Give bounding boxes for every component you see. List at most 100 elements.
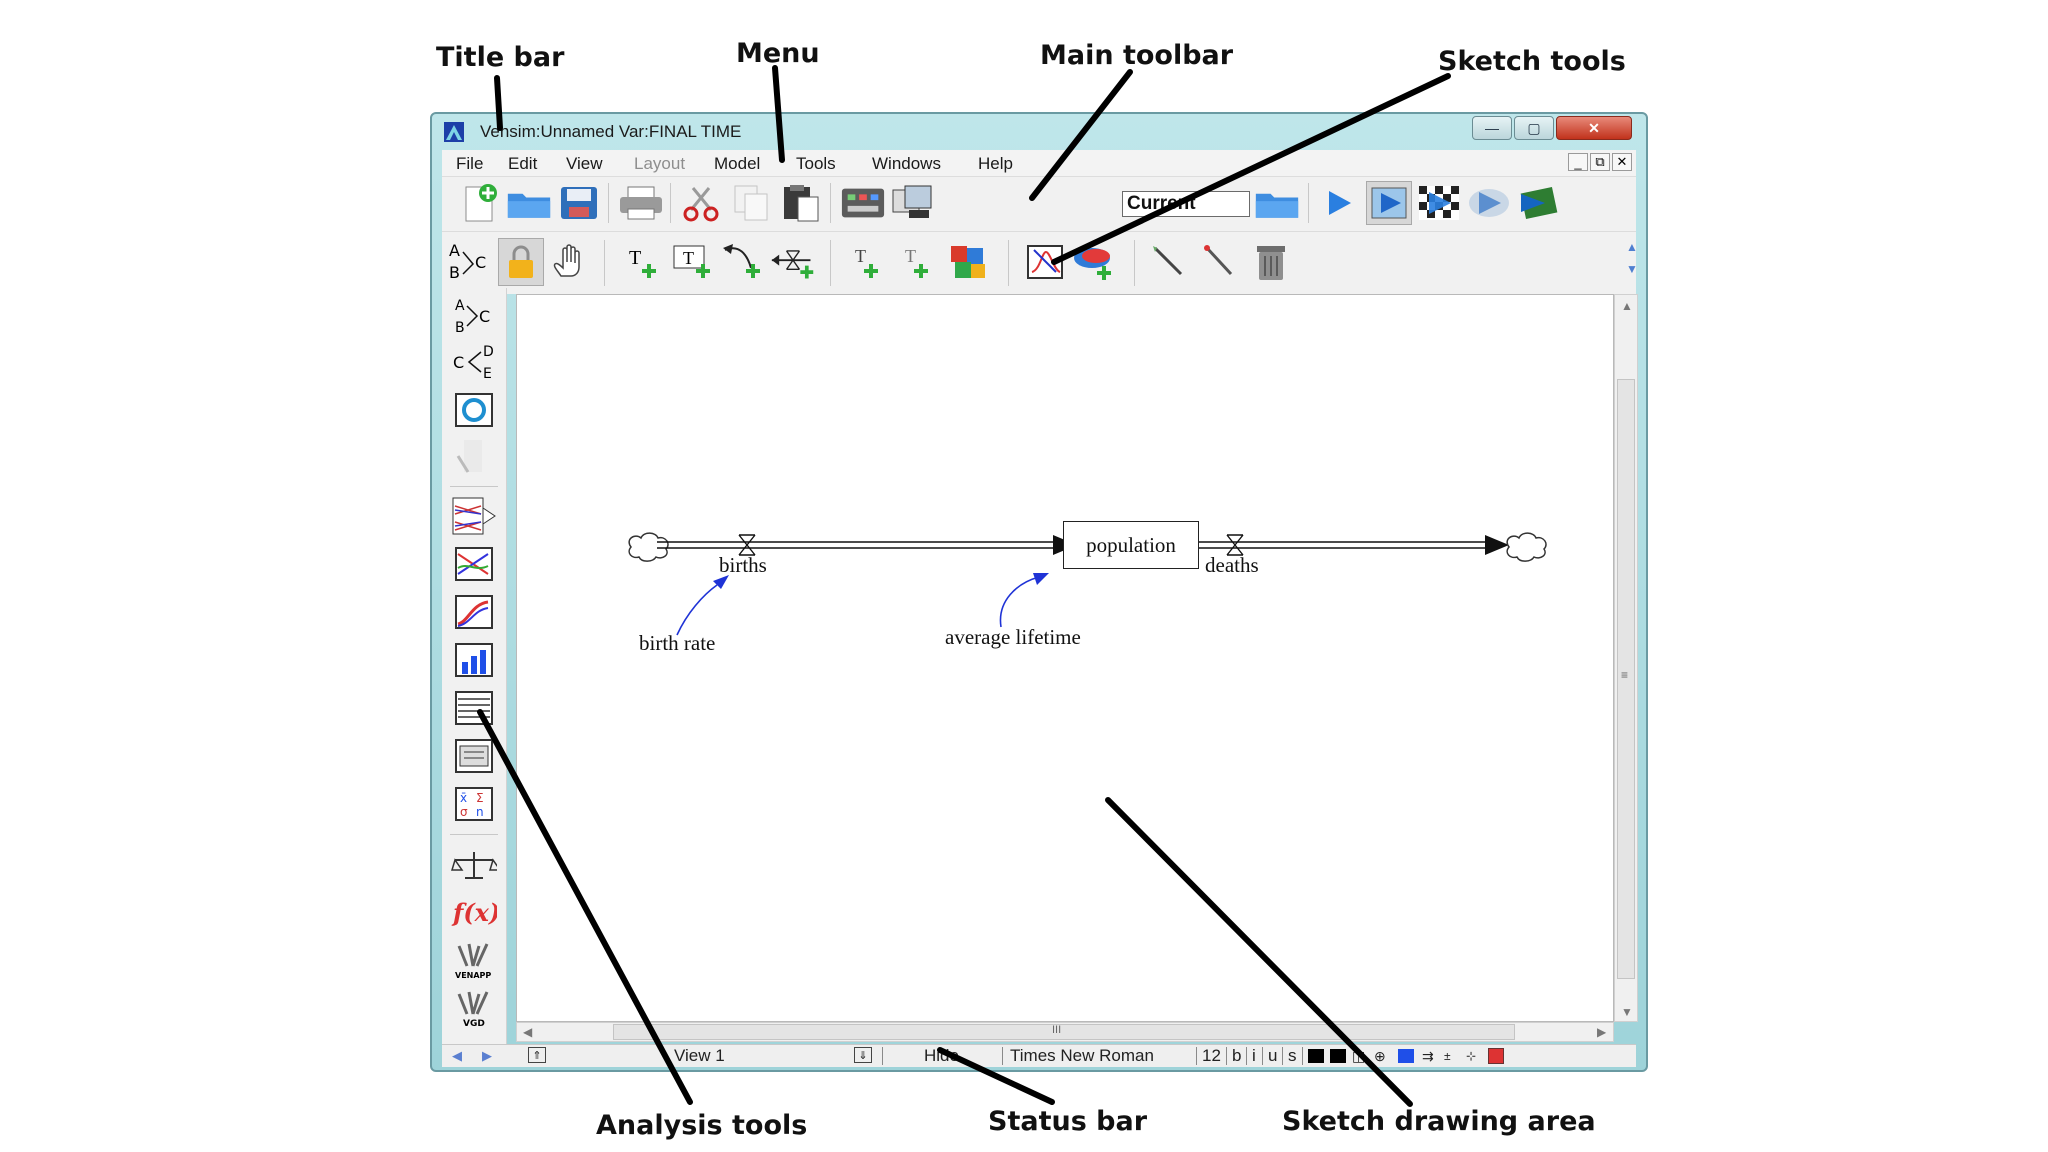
rate-tool-icon[interactable] — [770, 240, 816, 284]
births-flow-pipe[interactable] — [657, 534, 1077, 556]
box-variable-tool-icon[interactable]: T — [670, 240, 716, 284]
hand-move-icon[interactable] — [548, 240, 594, 284]
menu-windows[interactable]: Windows — [872, 154, 941, 173]
population-stock[interactable]: population — [1063, 521, 1199, 569]
horizontal-scrollbar[interactable]: ◀ III ▶ — [516, 1022, 1614, 1042]
position-toggle-icon[interactable]: ⊕ — [1374, 1047, 1386, 1064]
venapp-icon[interactable]: VENAPP — [451, 940, 497, 980]
loops-icon[interactable] — [451, 390, 497, 430]
shape-toggle-icon[interactable]: ◫ — [1352, 1047, 1366, 1064]
function-icon[interactable]: f(x) — [451, 892, 497, 932]
arrow-style-icon[interactable]: ⇉ — [1422, 1047, 1434, 1064]
vgd-icon[interactable]: VGD — [451, 988, 497, 1028]
view-selector[interactable]: View 1 — [674, 1046, 725, 1065]
horizontal-scroll-thumb[interactable]: III — [613, 1024, 1515, 1040]
unhide-wand-icon[interactable] — [1072, 240, 1118, 284]
input-output-tool-icon[interactable]: T — [896, 240, 942, 284]
average-lifetime-link-arrow[interactable] — [999, 573, 1049, 628]
view-next-icon[interactable]: ▶ — [482, 1048, 492, 1063]
sensitivity-icon[interactable] — [1516, 181, 1562, 225]
strikethrough-toggle[interactable]: s — [1288, 1046, 1297, 1065]
italic-toggle[interactable]: i — [1252, 1046, 1256, 1065]
view-options-icon[interactable]: ⇑ — [528, 1047, 546, 1063]
gaming-icon[interactable] — [1416, 181, 1462, 225]
balance-scale-icon[interactable] — [451, 844, 497, 884]
cut-icon[interactable] — [678, 181, 724, 225]
document-icon[interactable] — [451, 436, 497, 476]
vertical-scrollbar[interactable]: ▲ ≡ ▼ — [1614, 294, 1638, 1022]
underline-toggle[interactable]: u — [1268, 1046, 1278, 1065]
graph-icon[interactable] — [451, 544, 497, 584]
minimize-button[interactable]: — — [1472, 116, 1512, 140]
save-icon[interactable] — [556, 181, 602, 225]
menu-help[interactable]: Help — [978, 154, 1013, 173]
scroll-down-icon[interactable]: ▼ — [1621, 1005, 1633, 1019]
control-panel-icon[interactable] — [840, 181, 886, 225]
menu-view[interactable]: View — [566, 154, 603, 173]
runs-compare-icon[interactable] — [451, 592, 497, 632]
lock-icon[interactable] — [498, 238, 544, 286]
scroll-up-icon[interactable]: ▲ — [1621, 299, 1633, 313]
average-lifetime-variable[interactable]: average lifetime — [945, 625, 1081, 649]
variable-type-icon[interactable]: ⊹ — [1466, 1049, 1477, 1063]
simulate-icon[interactable] — [1316, 181, 1362, 225]
births-label[interactable]: births — [719, 553, 767, 577]
menu-layout[interactable]: Layout — [634, 154, 686, 173]
font-size-selector[interactable]: 12 — [1202, 1046, 1221, 1065]
scroll-left-icon[interactable]: ◀ — [523, 1025, 533, 1039]
sketch-canvas[interactable]: population births deaths birth rate aver… — [516, 294, 1614, 1022]
mdi-restore-button[interactable]: ⧉ — [1590, 153, 1610, 171]
fill-color-swatch[interactable] — [1398, 1049, 1414, 1063]
menu-tools[interactable]: Tools — [796, 154, 836, 173]
run-name-field[interactable]: Current — [1122, 191, 1250, 217]
open-run-icon[interactable] — [1254, 181, 1300, 225]
deaths-label[interactable]: deaths — [1205, 553, 1259, 577]
line-color-swatch[interactable] — [1330, 1049, 1346, 1063]
hide-wand-icon[interactable] — [1146, 240, 1192, 284]
vertical-scroll-thumb[interactable]: ≡ — [1617, 379, 1635, 979]
open-model-icon[interactable] — [506, 181, 552, 225]
new-model-icon[interactable] — [456, 181, 502, 225]
menu-file[interactable]: File — [456, 154, 484, 173]
paste-icon[interactable] — [778, 181, 824, 225]
toolbar-scroll-down-icon[interactable]: ▼ — [1626, 262, 1638, 276]
variable-tool-icon[interactable]: T — [620, 240, 666, 284]
reality-check-icon[interactable] — [1466, 181, 1512, 225]
synthesim-icon[interactable] — [1366, 181, 1412, 225]
sketch-comment-icon[interactable] — [1022, 240, 1068, 284]
hide-toggle[interactable]: Hide — [924, 1046, 959, 1065]
bar-graph-icon[interactable] — [451, 640, 497, 680]
close-button[interactable]: ✕ — [1556, 116, 1632, 140]
shadow-variable-tool-icon[interactable]: T — [846, 240, 892, 284]
delay-icon[interactable] — [1488, 1048, 1504, 1064]
model-view-tool-icon[interactable] — [946, 240, 992, 284]
maximize-button[interactable]: ▢ — [1514, 116, 1554, 140]
delete-trash-icon[interactable] — [1248, 240, 1294, 284]
delete-wand-icon[interactable] — [1196, 240, 1242, 284]
menu-model[interactable]: Model — [714, 154, 761, 173]
view-list-icon[interactable]: ⇓ — [854, 1047, 872, 1063]
scroll-right-icon[interactable]: ▶ — [1597, 1025, 1607, 1039]
table-icon[interactable] — [451, 688, 497, 728]
arrow-tool-icon[interactable] — [720, 240, 766, 284]
toolbar-scroll-up-icon[interactable]: ▲ — [1626, 240, 1638, 254]
menu-edit[interactable]: Edit — [508, 154, 538, 173]
font-selector[interactable]: Times New Roman — [1010, 1046, 1154, 1065]
view-prev-icon[interactable]: ◀ — [452, 1048, 462, 1063]
causes-strip-icon[interactable] — [451, 496, 497, 536]
copy-icon[interactable] — [728, 181, 774, 225]
print-icon[interactable] — [618, 181, 664, 225]
birth-rate-link-arrow[interactable] — [676, 575, 729, 636]
table-time-down-icon[interactable] — [451, 736, 497, 776]
mdi-close-button[interactable]: ✕ — [1612, 153, 1632, 171]
text-color-swatch[interactable] — [1308, 1049, 1324, 1063]
mdi-minimize-button[interactable]: _ — [1568, 153, 1588, 171]
polarity-icon[interactable]: ± — [1444, 1049, 1451, 1063]
output-window-icon[interactable] — [890, 181, 936, 225]
title-bar[interactable]: Vensim:Unnamed Var:FINAL TIME — ▢ ✕ — [432, 114, 1646, 144]
bold-toggle[interactable]: b — [1232, 1046, 1242, 1065]
